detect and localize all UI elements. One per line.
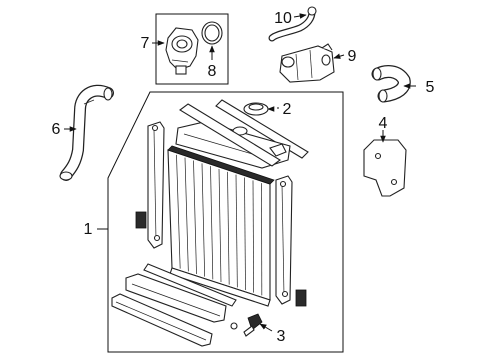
- left-side-panel: [135, 121, 165, 249]
- callout-9: 9: [348, 48, 357, 65]
- callout-8: 8: [208, 63, 217, 80]
- radiator-cap: [243, 102, 269, 116]
- radiator-fin: [176, 154, 181, 269]
- assembly-outline: [107, 91, 344, 353]
- right-side-panel: [275, 175, 307, 307]
- upper-seal-strip: [215, 99, 309, 159]
- radiator-fin: [235, 174, 238, 288]
- callout-5: 5: [426, 79, 435, 96]
- radiator-core: [167, 145, 275, 307]
- lower-radiator-hose: [371, 65, 411, 103]
- lower-seal-strip: [143, 263, 237, 307]
- callout-1: 1: [84, 221, 93, 238]
- leader-lines: [64, 13, 416, 332]
- drain-cock: [230, 313, 263, 337]
- bypass-hose: [268, 6, 317, 42]
- radiator-fin: [218, 168, 222, 283]
- thermostat-box: [155, 13, 229, 85]
- callout-7: 7: [141, 35, 150, 52]
- callout-6: 6: [52, 121, 61, 138]
- callout-3: 3: [277, 328, 286, 345]
- radiator-fin: [193, 160, 197, 275]
- callout-2: 2: [283, 101, 292, 118]
- upper-radiator-hose: [59, 84, 114, 181]
- mounting-bracket: [363, 139, 407, 197]
- radiator-fin: [252, 180, 255, 293]
- thermostat-housing: [165, 27, 199, 75]
- radiator-fin: [201, 163, 206, 277]
- callout-10: 10: [274, 10, 292, 27]
- radiator-fin: [184, 157, 189, 272]
- lower-baffle: [111, 293, 213, 347]
- coolant-reservoir: [279, 43, 335, 83]
- radiator-fin: [244, 177, 246, 291]
- upper-seal-long: [179, 103, 281, 167]
- radiator-fin: [210, 166, 214, 280]
- radiator-fin: [227, 171, 230, 285]
- callout-4: 4: [379, 115, 388, 132]
- lower-tank: [125, 273, 227, 323]
- thermostat-gasket: [201, 21, 223, 45]
